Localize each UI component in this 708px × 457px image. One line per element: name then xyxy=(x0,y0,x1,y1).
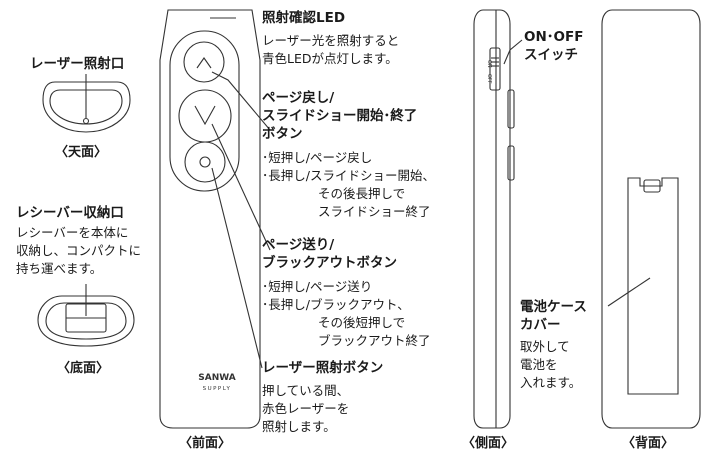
next-button-desc-3: その後短押しで xyxy=(318,315,406,330)
cover-desc-3: 入れます。 xyxy=(520,375,582,390)
laser-button-desc-2: 赤色レーザーを xyxy=(262,401,350,416)
button-panel xyxy=(169,30,240,192)
side-view-outline xyxy=(473,9,511,429)
led-title: 照射確認LED xyxy=(262,10,346,26)
back-view-caption: 〈背面〉 xyxy=(622,436,675,451)
next-button-desc-1: ･短押し/ページ送り xyxy=(262,279,373,294)
cover-title-1: 電池ケース xyxy=(520,299,587,315)
battery-cover-latch xyxy=(643,179,661,193)
cover-desc-2: 電池を xyxy=(520,357,558,372)
next-button-title-2: ブラックアウトボタン xyxy=(262,255,397,271)
switch-title-2: スイッチ xyxy=(524,47,578,63)
logo-text: SANWA xyxy=(198,373,236,383)
bottom-view-desc-2: 収納し、コンパクトに xyxy=(16,243,142,258)
next-button-title-1: ページ送り/ xyxy=(262,237,335,253)
top-view-caption: 〈天面〉 xyxy=(55,145,108,160)
page-prev-button xyxy=(183,41,225,83)
bottom-view-outline xyxy=(37,295,135,347)
power-switch xyxy=(489,47,501,91)
prev-button-title-3: ボタン xyxy=(262,126,303,142)
switch-title-1: ON･OFF xyxy=(524,29,584,45)
bottom-view-desc-1: レシーバーを本体に xyxy=(16,225,129,240)
laser-button-desc-3: 照射します。 xyxy=(262,419,336,434)
leader-line xyxy=(211,167,263,369)
cover-title-2: カバー xyxy=(520,317,561,333)
prev-button-desc-4: スライドショー終了 xyxy=(318,204,431,219)
side-button xyxy=(507,145,515,181)
led-desc-2: 青色LEDが点灯します。 xyxy=(262,51,398,66)
chevron-down-icon xyxy=(194,105,216,126)
prev-button-desc-3: その後長押しで xyxy=(318,186,406,201)
back-view-outline xyxy=(601,9,701,429)
battery-cover xyxy=(627,177,679,395)
side-button xyxy=(507,89,515,129)
next-button-desc-2: ･長押し/ブラックアウト、 xyxy=(262,297,410,312)
switch-on-mark: ON xyxy=(486,60,492,68)
switch-off-mark: OFF xyxy=(486,74,492,84)
laser-button-desc-1: 押している間、 xyxy=(262,383,350,398)
laser-button xyxy=(184,141,226,183)
next-button-desc-4: ブラックアウト終了 xyxy=(318,333,431,348)
logo-subtext: SUPPLY xyxy=(203,386,232,392)
top-view-outline xyxy=(42,81,131,133)
leader-line xyxy=(503,39,523,65)
side-view-caption: 〈側面〉 xyxy=(462,436,515,451)
bottom-view-inner xyxy=(45,302,127,340)
leader-line xyxy=(607,277,651,307)
front-view-outline xyxy=(159,9,261,429)
prev-button-title-2: スライドショー開始･終了 xyxy=(262,108,418,124)
bottom-view-desc-3: 持ち運べます。 xyxy=(16,261,103,276)
top-view-label: レーザー照射口 xyxy=(30,56,125,72)
leader-line xyxy=(211,71,271,131)
prev-button-title-1: ページ戻し/ xyxy=(262,90,335,106)
laser-aperture-icon xyxy=(82,117,90,125)
prev-button-desc-1: ･短押し/ページ戻し xyxy=(262,150,373,165)
laser-button-title: レーザー照射ボタン xyxy=(262,360,384,376)
bottom-view-label: レシーバー収納口 xyxy=(16,205,124,221)
prev-button-desc-2: ･長押し/スライドショー開始、 xyxy=(262,168,435,183)
laser-icon xyxy=(199,156,211,168)
page-next-button xyxy=(178,89,232,143)
front-view-caption: 〈前面〉 xyxy=(179,436,232,451)
cover-desc-1: 取外して xyxy=(520,339,570,354)
chevron-up-icon xyxy=(196,57,212,69)
leader-line xyxy=(211,123,271,251)
led-desc-1: レーザー光を照射すると xyxy=(262,33,400,48)
bottom-view-caption: 〈底面〉 xyxy=(57,361,110,376)
